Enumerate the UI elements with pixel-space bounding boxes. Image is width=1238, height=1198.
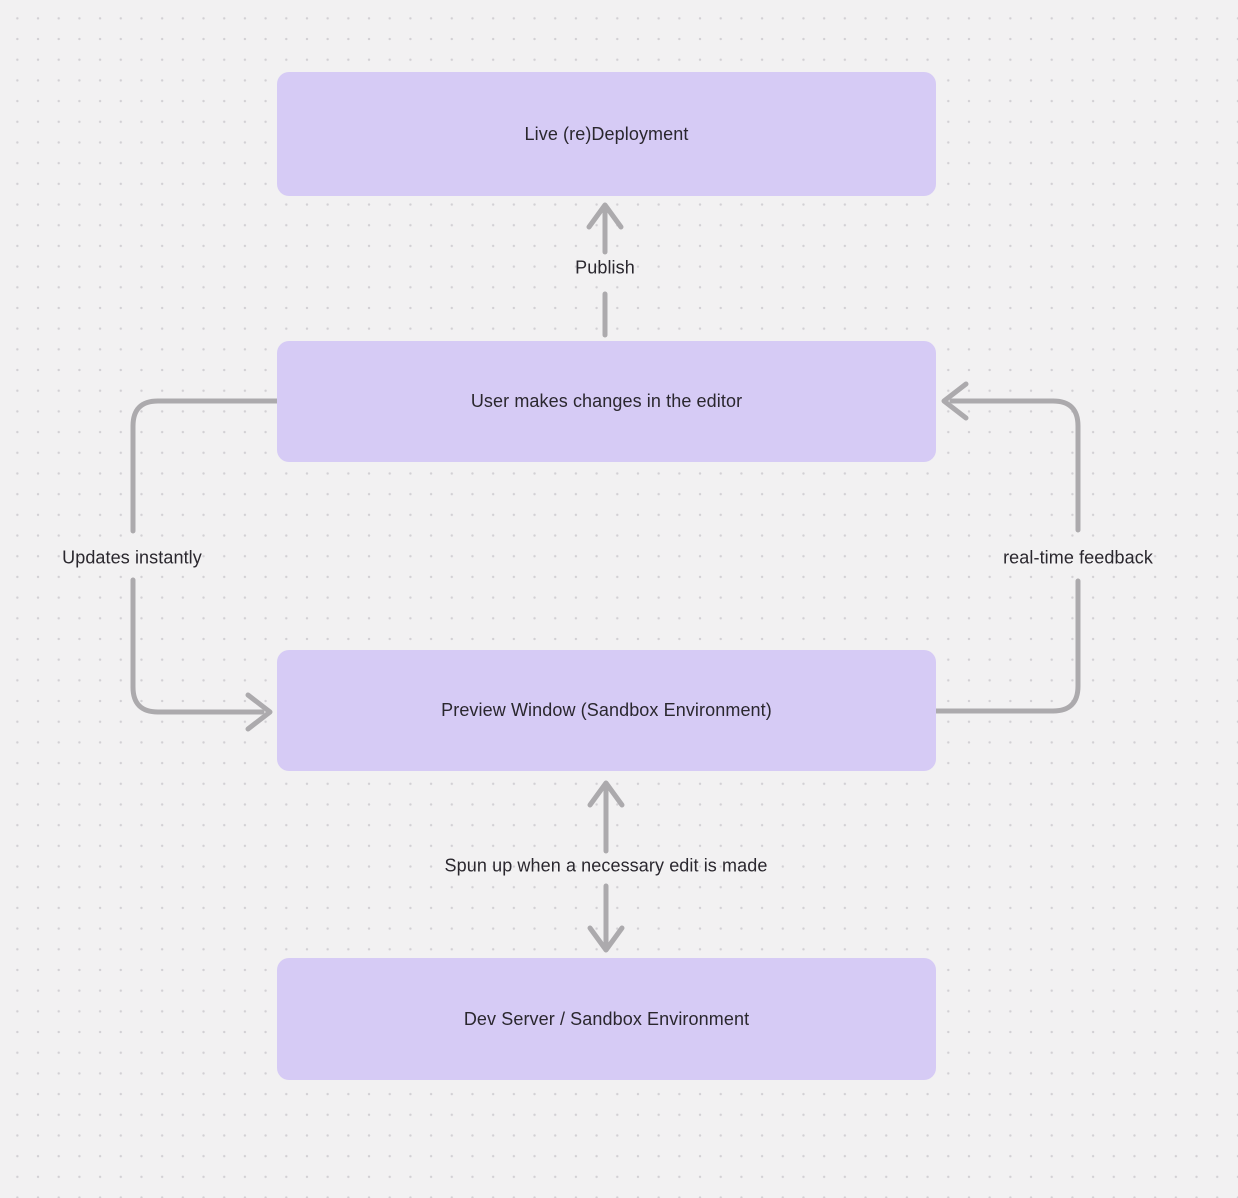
sandbox-sync-arrow	[587, 780, 625, 953]
node-dev-server[interactable]: Dev Server / Sandbox Environment	[277, 958, 936, 1080]
node-preview-window[interactable]: Preview Window (Sandbox Environment)	[277, 650, 936, 771]
updates-instantly-arrow	[130, 398, 280, 732]
node-dev-server-label: Dev Server / Sandbox Environment	[463, 1008, 750, 1029]
arrow-left-icon	[941, 381, 969, 421]
edge-label-publish: Publish	[575, 257, 635, 278]
node-preview-window-label: Preview Window (Sandbox Environment)	[441, 700, 772, 720]
edge-label-spun-up: Spun up when a necessary edit is made	[444, 855, 768, 876]
arrow-right-icon	[245, 692, 273, 732]
node-user-editor-label: User makes changes in the editor	[470, 391, 743, 411]
edge-label-updates-instantly: Updates instantly	[62, 547, 202, 568]
real-time-feedback-arrow	[933, 381, 1081, 714]
node-user-editor[interactable]: User makes changes in the editor	[277, 341, 936, 462]
node-live-redeployment-label: Live (re)Deployment	[524, 123, 689, 144]
arrow-down-icon	[587, 925, 625, 953]
node-live-redeployment[interactable]: Live (re)Deployment	[277, 72, 936, 196]
publish-arrow	[586, 202, 624, 338]
edge-label-real-time-feedback: real-time feedback	[1003, 547, 1153, 568]
